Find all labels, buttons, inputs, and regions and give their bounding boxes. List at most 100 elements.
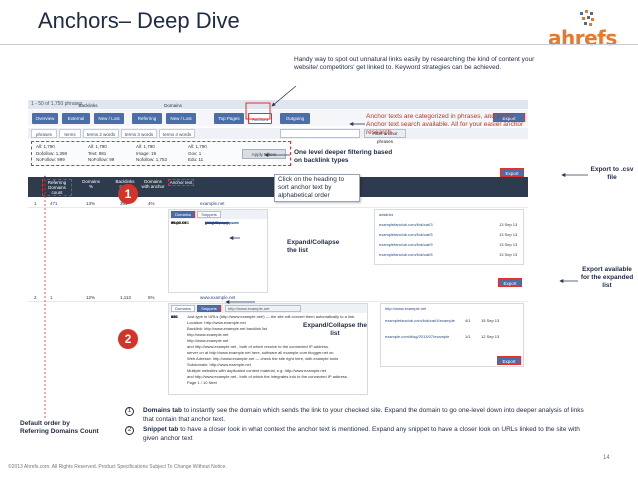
list-item: 61: [171, 220, 176, 225]
snippet-text[interactable]: and http://www.example.net , both of whi…: [187, 344, 330, 349]
explanation-notes: 1 Domains tab to instantly see the domai…: [125, 407, 595, 445]
domain-link[interactable]: penguinpaper.com: [205, 220, 238, 225]
tab-outgoing[interactable]: Outgoing: [280, 113, 310, 124]
filter-anchor-phrases-button[interactable]: Filter anchor phrases: [364, 129, 406, 144]
column-domains-pct[interactable]: Domains %: [82, 179, 100, 189]
snippet-text[interactable]: Backlink: http://www.example.net backlin…: [187, 326, 268, 331]
note-lead: Snippet tab: [143, 426, 179, 433]
snippet-text[interactable]: and http://www.example.net , both of whi…: [187, 374, 348, 379]
anchor-search-input[interactable]: [280, 129, 360, 138]
snippet-text[interactable]: http://www.example.net: [187, 332, 229, 337]
apply-filters-button[interactable]: Apply Filters: [242, 149, 286, 159]
tab-terms-4-words[interactable]: terms 4 words: [159, 129, 195, 138]
pagination[interactable]: Page 1 / 1: [171, 220, 190, 225]
pagination[interactable]: Page 1 / 10 Next: [187, 380, 217, 385]
backlinks-count: 1,113: [120, 295, 131, 300]
filter-group-3[interactable]: All: 1,790 Image: 19 Nofollow: 1,753: [136, 144, 167, 164]
export-csv-button[interactable]: Export: [500, 168, 524, 177]
filter-group-4[interactable]: All: 1,790 Gov: 1 Edu: 11: [188, 144, 207, 164]
callout-unnatural-links: Handy way to spot out unnatural links ea…: [294, 56, 535, 71]
domain-link[interactable]: lemon.com.au: [205, 220, 231, 225]
backlink-url[interactable]: examplefanclub.com/link/cat/3: [379, 222, 433, 227]
backlink-url[interactable]: examplefanclub.com/link/cat/4/example: [385, 318, 455, 323]
filter-option[interactable]: Dofollow: 1,398: [36, 150, 68, 156]
snippet-url-field[interactable]: http://www.example.net: [225, 305, 301, 312]
snippet-text[interactable]: Location: http://www.example.net: [187, 320, 246, 325]
filter-option[interactable]: NoFollow: 999: [36, 157, 65, 162]
backlink-url[interactable]: examplefanclub.com/link/cat/5: [379, 232, 433, 237]
backlink-date: 13 Sep 13: [499, 242, 518, 247]
domains-pct: 13%: [86, 201, 96, 206]
filter-option[interactable]: All: 1,790: [136, 144, 155, 149]
column-anchor-text[interactable]: Anchor text: [168, 179, 194, 186]
snippets-tab-button[interactable]: Snippets: [197, 211, 221, 218]
filter-option[interactable]: Edu: 11: [188, 157, 204, 162]
tab-terms[interactable]: terms: [59, 129, 81, 138]
column-domains-with-anchor[interactable]: Domains with anchor: [141, 179, 165, 189]
backlink-url[interactable]: example.com/blog/2013/07/example: [385, 334, 450, 339]
domains-tab-button[interactable]: Domains: [171, 305, 195, 312]
tab-terms-3-words[interactable]: terms 3 words: [121, 129, 157, 138]
tab-external[interactable]: External: [62, 113, 90, 124]
list-item: 127: [171, 314, 178, 319]
domain-link[interactable]: fastcommunity.com: [205, 220, 240, 225]
domains-expanded-list: Domains Snippets 00.00.09 00.00.07 00.00…: [168, 209, 268, 293]
filter-option[interactable]: NoFollow: 99: [88, 157, 115, 162]
export-expanded-button[interactable]: Export: [498, 278, 522, 287]
snippet-text[interactable]: Subdomain: http://www.example.net: [187, 362, 251, 367]
domains-with-anchor: 4%: [148, 201, 155, 206]
tab-overview[interactable]: Overview: [32, 113, 58, 124]
tab-new-lost-domains[interactable]: New / Lost: [166, 113, 196, 124]
backlink-url[interactable]: examplefanclub.com/link/cat/9: [379, 242, 433, 247]
logo-mark-icon: [580, 10, 594, 26]
anchors-report-screenshot: 1 - 50 of 1,750 phrases Backlinks Domain…: [28, 100, 528, 412]
table-row[interactable]: 2 1 12% 1,113 5% www.example.net: [28, 293, 528, 302]
backlink-count: 4/1: [465, 318, 471, 323]
snippet-text[interactable]: http://www.example.net: [187, 338, 229, 343]
panel-header[interactable]: http://www.example.net: [385, 306, 427, 311]
domain-link[interactable]: wikipedia.org: [205, 220, 229, 225]
panel-header[interactable]: adslinks: [379, 212, 394, 217]
filter-option[interactable]: Image: 19: [136, 150, 157, 156]
anchor-text[interactable]: www.example.net: [200, 295, 236, 300]
snippet-text[interactable]: server on at http://www.example.net here…: [187, 350, 334, 355]
domain-link[interactable]: wheel.co.nz: [205, 220, 227, 225]
tab-anchors[interactable]: Anchors: [248, 113, 272, 124]
column-referring-domains[interactable]: Referring Domains count: [42, 179, 72, 196]
filter-option[interactable]: All: 1,790: [36, 144, 55, 149]
export-snippets-button[interactable]: Export: [497, 356, 521, 365]
snippet-text[interactable]: Just type in URLs (http://www.example.ne…: [187, 314, 356, 319]
domain-link[interactable]: elsewhere.de: [205, 220, 229, 225]
snippet-text[interactable]: Multiple websites with duplicated conten…: [187, 368, 326, 373]
snippet-text[interactable]: Web Adresse: http://www.example.net — ch…: [187, 356, 339, 361]
row-number: 1: [34, 201, 37, 206]
domain-link[interactable]: slalok.ru: [205, 220, 220, 225]
new-export-button[interactable]: Export: [493, 113, 525, 122]
list-item: 31: [171, 314, 176, 319]
filter-group-2[interactable]: All: 1,790 Text: 981 NoFollow: 99: [88, 144, 114, 164]
note-2: 2 Snippet tab to have a closer look in w…: [125, 426, 595, 443]
filter-option[interactable]: All: 1,790: [88, 144, 107, 149]
list-item: 60: [171, 314, 176, 319]
callout-expand-collapse-1: Expand/Collapse the list: [287, 239, 340, 254]
domain-link[interactable]: mobiello.de: [205, 220, 226, 225]
tab-referring[interactable]: Referring: [132, 113, 162, 124]
domain-link[interactable]: leads.net: [205, 220, 222, 225]
tab-phrases[interactable]: phrases: [31, 129, 57, 138]
tab-new-lost-backlinks[interactable]: New / Lost: [94, 113, 124, 124]
filter-option[interactable]: Gov: 1: [188, 150, 202, 156]
snippets-expanded-list: Domains Snippets http://www.example.net …: [168, 303, 368, 395]
tab-terms-2-words[interactable]: terms 2 words: [83, 129, 119, 138]
anchor-text[interactable]: example.net: [200, 201, 225, 206]
domain-link[interactable]: giantsite.com: [205, 220, 229, 225]
list-item: 200: [171, 314, 178, 319]
filter-option[interactable]: All: 1,790: [188, 144, 207, 149]
filter-group-1[interactable]: All: 1,790 Dofollow: 1,398 NoFollow: 999: [36, 144, 67, 164]
snippets-tab-button[interactable]: Snippets: [197, 305, 221, 312]
backlink-url[interactable]: examplefanclub.com/link/cat/5: [379, 252, 433, 257]
filter-option[interactable]: Nofollow: 1,753: [136, 157, 168, 162]
domains-tab-button[interactable]: Domains: [171, 211, 195, 218]
table-row[interactable]: 1 471 13% 391 4% example.net: [28, 199, 528, 208]
filter-option[interactable]: Text: 981: [88, 150, 107, 156]
tab-top-pages[interactable]: Top Pages: [214, 113, 244, 124]
